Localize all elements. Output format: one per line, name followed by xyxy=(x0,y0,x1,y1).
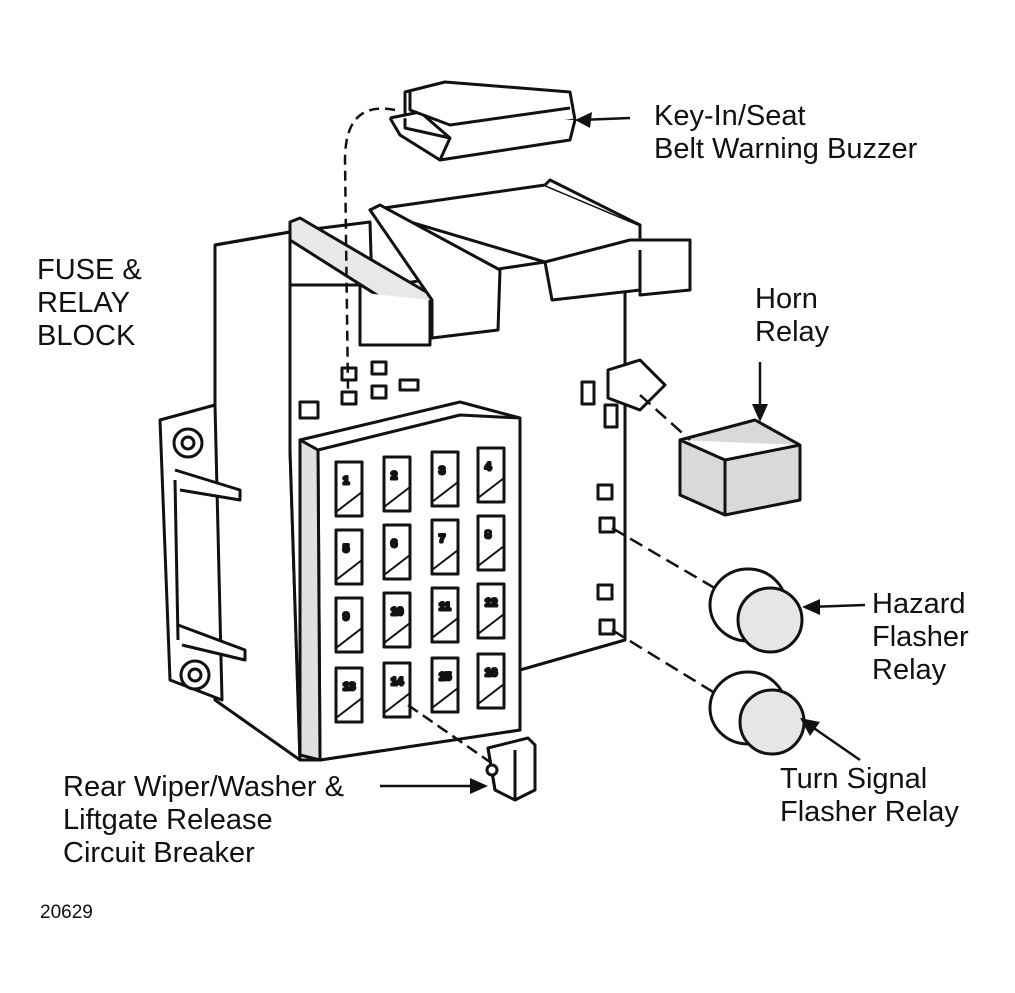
fuse-slot-6: 6 xyxy=(382,523,412,581)
horn-label-line2: Relay xyxy=(755,316,830,348)
fuse-number: 15 xyxy=(439,671,451,683)
hazard-label-line1: Hazard xyxy=(872,588,966,620)
fuse-slot-4: 4 xyxy=(476,446,506,504)
fuse-number: 9 xyxy=(343,611,349,623)
arrow-heads xyxy=(470,112,820,794)
block-label-line2: RELAY xyxy=(37,287,130,319)
fuse-number: 16 xyxy=(485,667,497,679)
fuse-slot-11: 11 xyxy=(430,586,460,644)
fuse-slot-9: 9 xyxy=(334,596,364,654)
fuse-slot-15: 15 xyxy=(430,656,460,714)
hazard-label: Hazard Flasher Relay xyxy=(872,588,969,687)
buzzer-label: Key-In/Seat Belt Warning Buzzer xyxy=(654,100,917,166)
block-label-line1: FUSE & xyxy=(37,254,142,286)
fuse-slot-13: 13 xyxy=(334,666,364,724)
turn-label-line1: Turn Signal xyxy=(780,763,928,795)
hazard-label-line2: Flasher xyxy=(872,621,969,653)
figure-id: 20629 xyxy=(40,902,93,923)
fuse-number: 14 xyxy=(391,676,404,688)
fuse-number: 5 xyxy=(343,543,349,555)
fuse-number: 3 xyxy=(439,465,445,477)
horn-relay xyxy=(678,418,802,517)
fuse-number: 8 xyxy=(485,529,491,541)
fuse-number: 12 xyxy=(485,597,497,609)
hazard-flasher-relay xyxy=(708,567,804,654)
fuse-slot-5: 5 xyxy=(334,528,364,586)
breaker-label-line3: Circuit Breaker xyxy=(63,837,255,869)
fuse-number: 13 xyxy=(343,681,355,693)
fuse-number: 4 xyxy=(485,461,492,473)
fuse-number: 2 xyxy=(391,470,397,482)
fuse-slot-12: 12 xyxy=(476,582,506,640)
block-label: FUSE & RELAY BLOCK xyxy=(37,254,142,353)
buzzer-label-line1: Key-In/Seat xyxy=(654,100,806,132)
buzzer-label-line2: Belt Warning Buzzer xyxy=(654,133,918,165)
fuse-number: 10 xyxy=(391,606,403,618)
fuse-slot-8: 8 xyxy=(476,514,506,572)
fuse-slot-14: 14 xyxy=(382,661,412,719)
circuit-breaker xyxy=(485,736,537,802)
fuse-slot-7: 7 xyxy=(430,518,460,576)
fuse-slot-3: 3 xyxy=(430,450,460,508)
fuse-slot-10: 10 xyxy=(382,591,412,649)
horn-label: Horn Relay xyxy=(755,283,829,349)
fuse-number: 11 xyxy=(439,601,451,613)
fuse-number: 7 xyxy=(439,533,445,545)
turn-signal-flasher-relay xyxy=(708,670,806,756)
block-label-line3: BLOCK xyxy=(37,320,136,352)
fuse-relay-block xyxy=(158,178,692,762)
hazard-label-line3: Relay xyxy=(872,654,947,686)
breaker-label: Rear Wiper/Washer & Liftgate Release Cir… xyxy=(63,771,344,870)
fuse-slot-2: 2 xyxy=(382,455,412,513)
breaker-label-line1: Rear Wiper/Washer & xyxy=(63,771,344,803)
breaker-label-line2: Liftgate Release xyxy=(63,804,273,836)
turn-label: Turn Signal Flasher Relay xyxy=(780,763,959,829)
fuse-slot-16: 16 xyxy=(476,652,506,710)
horn-label-line1: Horn xyxy=(755,283,818,315)
fuse-slot-1: 1 xyxy=(334,460,364,518)
fuse-number: 6 xyxy=(391,538,397,550)
turn-label-line2: Flasher Relay xyxy=(780,796,959,828)
key-in-buzzer xyxy=(388,80,577,162)
fuse-number: 1 xyxy=(343,475,349,487)
